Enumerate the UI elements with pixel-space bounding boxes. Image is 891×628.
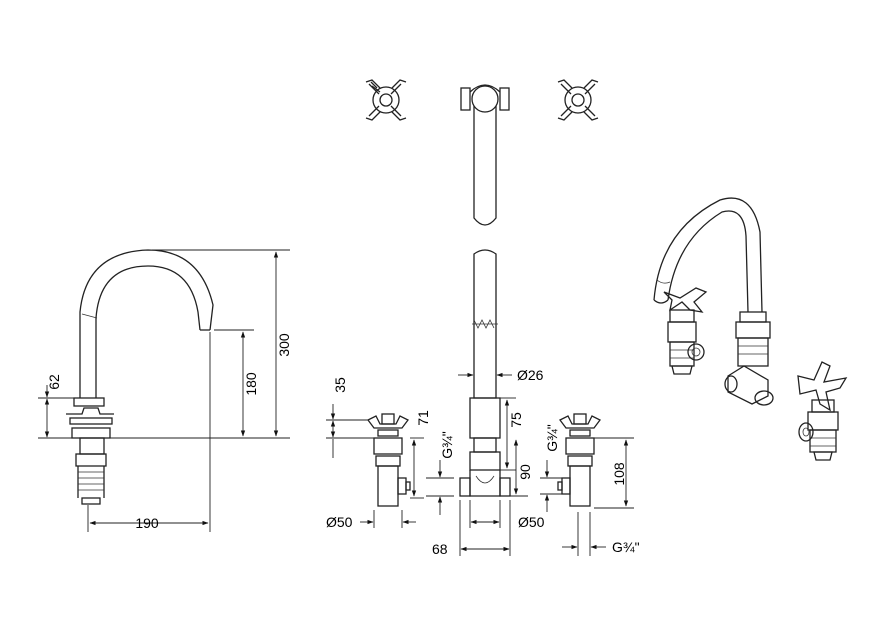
side-view-valve-body xyxy=(66,397,114,505)
dim-d50-left-label: Ø50 xyxy=(326,514,353,530)
top-view-left-handle xyxy=(365,79,407,121)
dim-68-label: 68 xyxy=(432,541,448,557)
top-view-right-handle xyxy=(557,79,599,121)
top-view xyxy=(365,79,599,226)
side-view-spout xyxy=(79,249,214,398)
dim-75-label: 75 xyxy=(508,412,524,428)
iso-spout xyxy=(653,197,774,406)
front-view-spout xyxy=(459,249,511,497)
dim-108-label: 108 xyxy=(611,462,627,486)
dim-90-label: 90 xyxy=(517,464,533,480)
front-view-right-valve xyxy=(557,413,601,507)
front-view-dimensions: 35 71 G¾" Ø26 75 90 xyxy=(326,367,640,557)
dim-62-label: 62 xyxy=(46,374,62,390)
front-view: 35 71 G¾" Ø26 75 90 xyxy=(326,249,640,557)
top-view-spout xyxy=(460,84,510,226)
dim-300-label: 300 xyxy=(276,333,292,357)
isometric-view xyxy=(653,197,848,461)
iso-right-valve xyxy=(797,361,848,461)
iso-left-valve xyxy=(663,287,708,375)
dim-180-label: 180 xyxy=(243,372,259,396)
side-view-dimensions: 300 180 62 190 xyxy=(38,249,292,532)
dim-g34-right-label: G¾" xyxy=(544,424,560,452)
dim-d50-center-label: Ø50 xyxy=(518,514,545,530)
dim-d26-label: Ø26 xyxy=(517,367,544,383)
dim-71-label: 71 xyxy=(415,410,431,426)
side-view: 300 180 62 190 xyxy=(38,249,292,532)
dim-g34-bottom-label: G¾" xyxy=(612,539,640,555)
dim-190-label: 190 xyxy=(135,515,159,531)
dim-g34-left-label: G¾" xyxy=(439,431,455,459)
dim-35-label: 35 xyxy=(332,377,348,393)
front-view-left-valve xyxy=(367,413,411,507)
